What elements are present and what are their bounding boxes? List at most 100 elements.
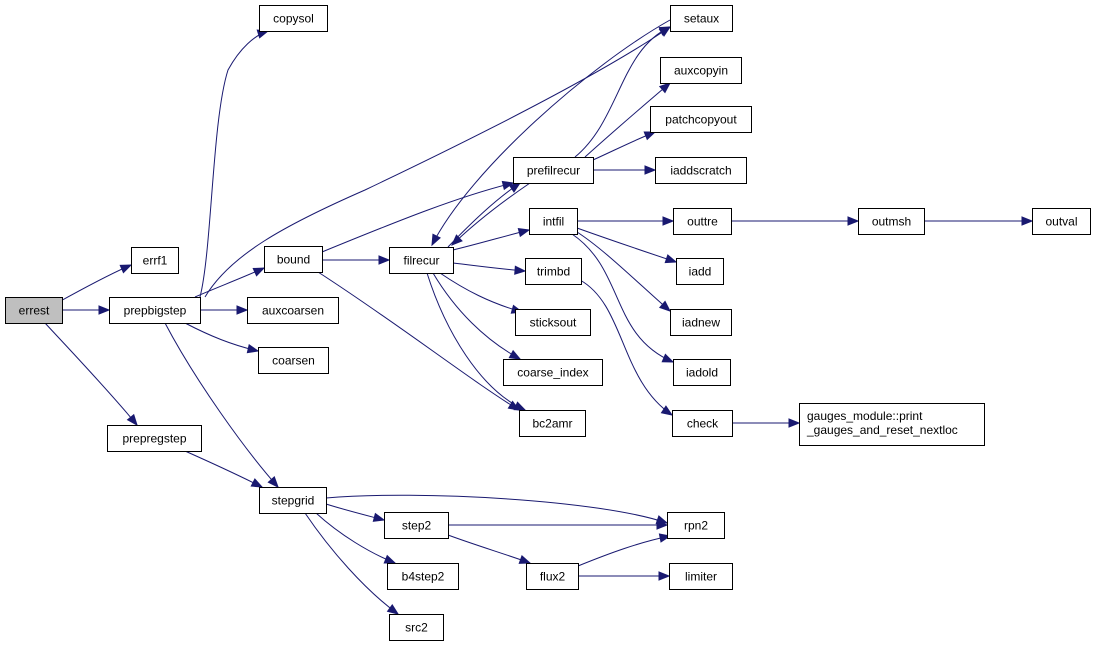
edge-setaux-filrecur bbox=[431, 19, 671, 247]
node-label: stepgrid bbox=[272, 494, 315, 508]
node-iadold[interactable]: iadold bbox=[673, 359, 731, 386]
arrow-head bbox=[508, 182, 522, 193]
node-box bbox=[858, 208, 925, 235]
node-label: errest bbox=[19, 304, 50, 318]
edge-line bbox=[321, 182, 514, 253]
node-box bbox=[673, 208, 732, 235]
node-label: auxcopyin bbox=[674, 64, 728, 78]
node-box bbox=[258, 347, 329, 374]
edge-step2-rpn2 bbox=[448, 520, 669, 530]
edge-filrecur-coarse_index bbox=[432, 272, 522, 360]
arrow-head bbox=[661, 353, 675, 363]
node-auxcopyin[interactable]: auxcopyin bbox=[660, 57, 742, 84]
arrow-head bbox=[658, 571, 671, 581]
node-box bbox=[264, 246, 323, 273]
node-box bbox=[5, 297, 63, 324]
node-iaddscratch[interactable]: iaddscratch bbox=[655, 157, 747, 184]
edge-filrecur-intfil bbox=[452, 227, 531, 251]
node-label: auxcoarsen bbox=[262, 304, 324, 318]
edge-filrecur-sticksout bbox=[439, 272, 524, 314]
node-iadd[interactable]: iadd bbox=[676, 258, 724, 285]
node-label: check bbox=[687, 417, 719, 431]
edge-intfil-iadd bbox=[576, 227, 678, 264]
node-box bbox=[673, 359, 731, 386]
edge-line bbox=[44, 322, 138, 426]
node-prepbigstep[interactable]: prepbigstep bbox=[109, 297, 201, 324]
edge-line bbox=[164, 322, 279, 488]
node-filrecur[interactable]: filrecur bbox=[389, 247, 454, 274]
node-stepgrid[interactable]: stepgrid bbox=[259, 487, 327, 514]
node-label: outval bbox=[1045, 215, 1077, 229]
arrow-head bbox=[236, 305, 249, 315]
node-gauges[interactable]: gauges_module::print_gauges_and_reset_ne… bbox=[799, 403, 985, 446]
node-box bbox=[513, 157, 594, 184]
node-label: errf1 bbox=[143, 254, 168, 268]
node-rpn2[interactable]: rpn2 bbox=[667, 512, 725, 539]
node-box bbox=[669, 563, 733, 590]
arrow-head bbox=[119, 264, 133, 274]
node-bc2amr[interactable]: bc2amr bbox=[519, 410, 586, 437]
edge-trimbd-check bbox=[579, 279, 674, 416]
node-outtre[interactable]: outtre bbox=[673, 208, 732, 235]
edge-errest-prepregstep bbox=[44, 322, 138, 427]
edge-line bbox=[571, 233, 674, 363]
node-prepregstep[interactable]: prepregstep bbox=[107, 425, 202, 452]
node-intfil[interactable]: intfil bbox=[529, 208, 578, 235]
node-label: copysol bbox=[273, 12, 314, 26]
node-label: prepbigstep bbox=[124, 304, 187, 318]
node-coarsen[interactable]: coarsen bbox=[258, 347, 329, 374]
edge-stepgrid-src2 bbox=[304, 512, 400, 615]
node-label: b4step2 bbox=[402, 570, 445, 584]
edge-line bbox=[325, 494, 668, 524]
node-copysol[interactable]: copysol bbox=[259, 5, 328, 32]
node-outval[interactable]: outval bbox=[1032, 208, 1091, 235]
node-auxcoarsen[interactable]: auxcoarsen bbox=[247, 297, 339, 324]
node-trimbd[interactable]: trimbd bbox=[525, 258, 582, 285]
arrow-head bbox=[517, 227, 531, 238]
node-errf1[interactable]: errf1 bbox=[131, 247, 179, 274]
edge-prepbigstep-coarsen bbox=[184, 322, 260, 354]
edge-line bbox=[317, 271, 520, 411]
arrow-head bbox=[1021, 216, 1034, 226]
edge-stepgrid-step2 bbox=[325, 503, 386, 522]
arrow-head bbox=[98, 305, 111, 315]
node-iadnew[interactable]: iadnew bbox=[670, 309, 732, 336]
edge-prepbigstep-bound bbox=[194, 267, 266, 298]
edge-prepbigstep-copysol bbox=[199, 29, 270, 298]
node-box bbox=[660, 57, 742, 84]
arrow-head bbox=[847, 216, 860, 226]
node-bound[interactable]: bound bbox=[264, 246, 323, 273]
node-step2[interactable]: step2 bbox=[384, 512, 449, 539]
node-patchcopyout[interactable]: patchcopyout bbox=[650, 106, 752, 133]
node-errest[interactable]: errest bbox=[5, 297, 63, 324]
arrow-head bbox=[664, 254, 678, 264]
node-flux2[interactable]: flux2 bbox=[526, 563, 579, 590]
node-box bbox=[672, 410, 733, 437]
arrow-head bbox=[501, 180, 515, 191]
edge-line bbox=[439, 272, 523, 313]
edge-prefilrecur-auxcopyin bbox=[584, 82, 672, 158]
node-check[interactable]: check bbox=[672, 410, 733, 437]
edge-check-gauges bbox=[732, 418, 801, 428]
node-label: outtre bbox=[687, 215, 718, 229]
edge-line bbox=[451, 182, 531, 246]
edge-errest-errf1 bbox=[56, 264, 133, 304]
node-label: iadnew bbox=[682, 316, 720, 330]
arrow-head bbox=[656, 520, 669, 530]
arrow-head bbox=[508, 349, 522, 360]
node-setaux[interactable]: setaux bbox=[670, 5, 733, 32]
edge-prepbigstep-auxcoarsen bbox=[200, 305, 249, 315]
arrow-head bbox=[660, 405, 674, 416]
node-box bbox=[259, 5, 328, 32]
node-prefilrecur[interactable]: prefilrecur bbox=[513, 157, 594, 184]
arrow-head bbox=[246, 344, 260, 354]
edge-line bbox=[447, 534, 531, 564]
node-limiter[interactable]: limiter bbox=[669, 563, 733, 590]
node-src2[interactable]: src2 bbox=[389, 614, 444, 641]
node-b4step2[interactable]: b4step2 bbox=[387, 563, 459, 590]
node-coarse-index[interactable]: coarse_index bbox=[503, 359, 603, 386]
arrow-head bbox=[250, 478, 264, 488]
node-outmsh[interactable]: outmsh bbox=[858, 208, 925, 235]
arrow-head bbox=[643, 131, 657, 141]
node-sticksout[interactable]: sticksout bbox=[515, 309, 591, 336]
